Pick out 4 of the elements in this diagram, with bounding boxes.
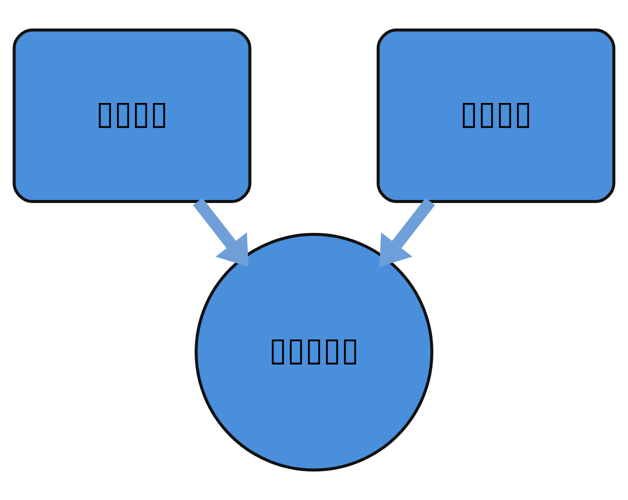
arrow: [193, 198, 249, 267]
node-box: ▯▯▯▯: [12, 28, 252, 204]
node-box: ▯▯▯▯: [376, 28, 616, 204]
arrow: [379, 198, 435, 267]
